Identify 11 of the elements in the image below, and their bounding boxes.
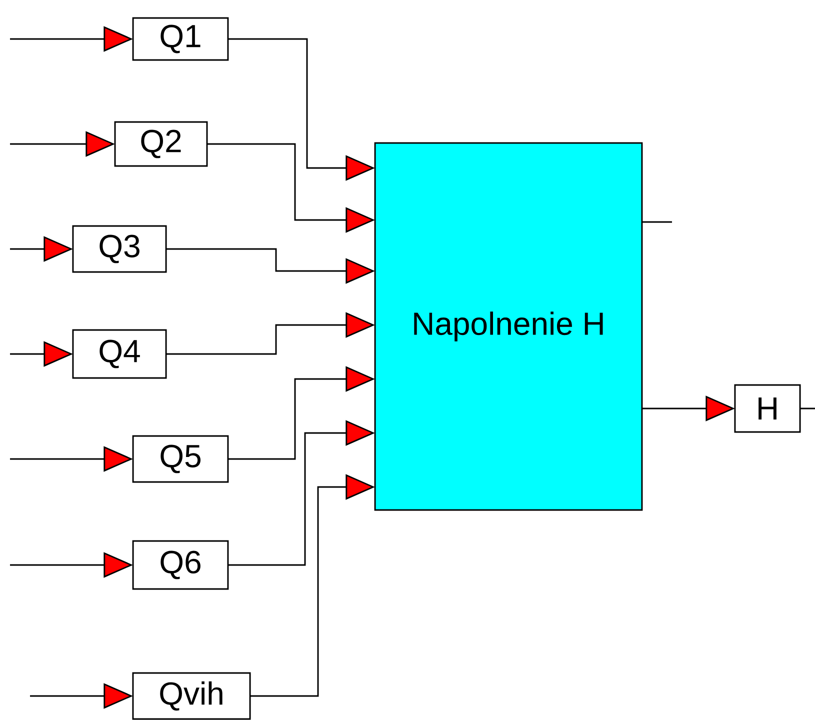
signal-box: Q5 <box>132 435 229 483</box>
connector-line <box>642 221 672 223</box>
signal-box: Q6 <box>132 540 229 590</box>
process-block: Napolnenie H <box>374 142 643 511</box>
signal-box: Q2 <box>114 121 208 167</box>
signal-box: Q4 <box>72 329 167 379</box>
signal-box: Qvih <box>132 672 251 720</box>
signal-box: H <box>734 384 801 433</box>
connector-line <box>800 408 815 410</box>
signal-box: Q3 <box>72 225 167 273</box>
signal-box: Q1 <box>132 17 229 61</box>
